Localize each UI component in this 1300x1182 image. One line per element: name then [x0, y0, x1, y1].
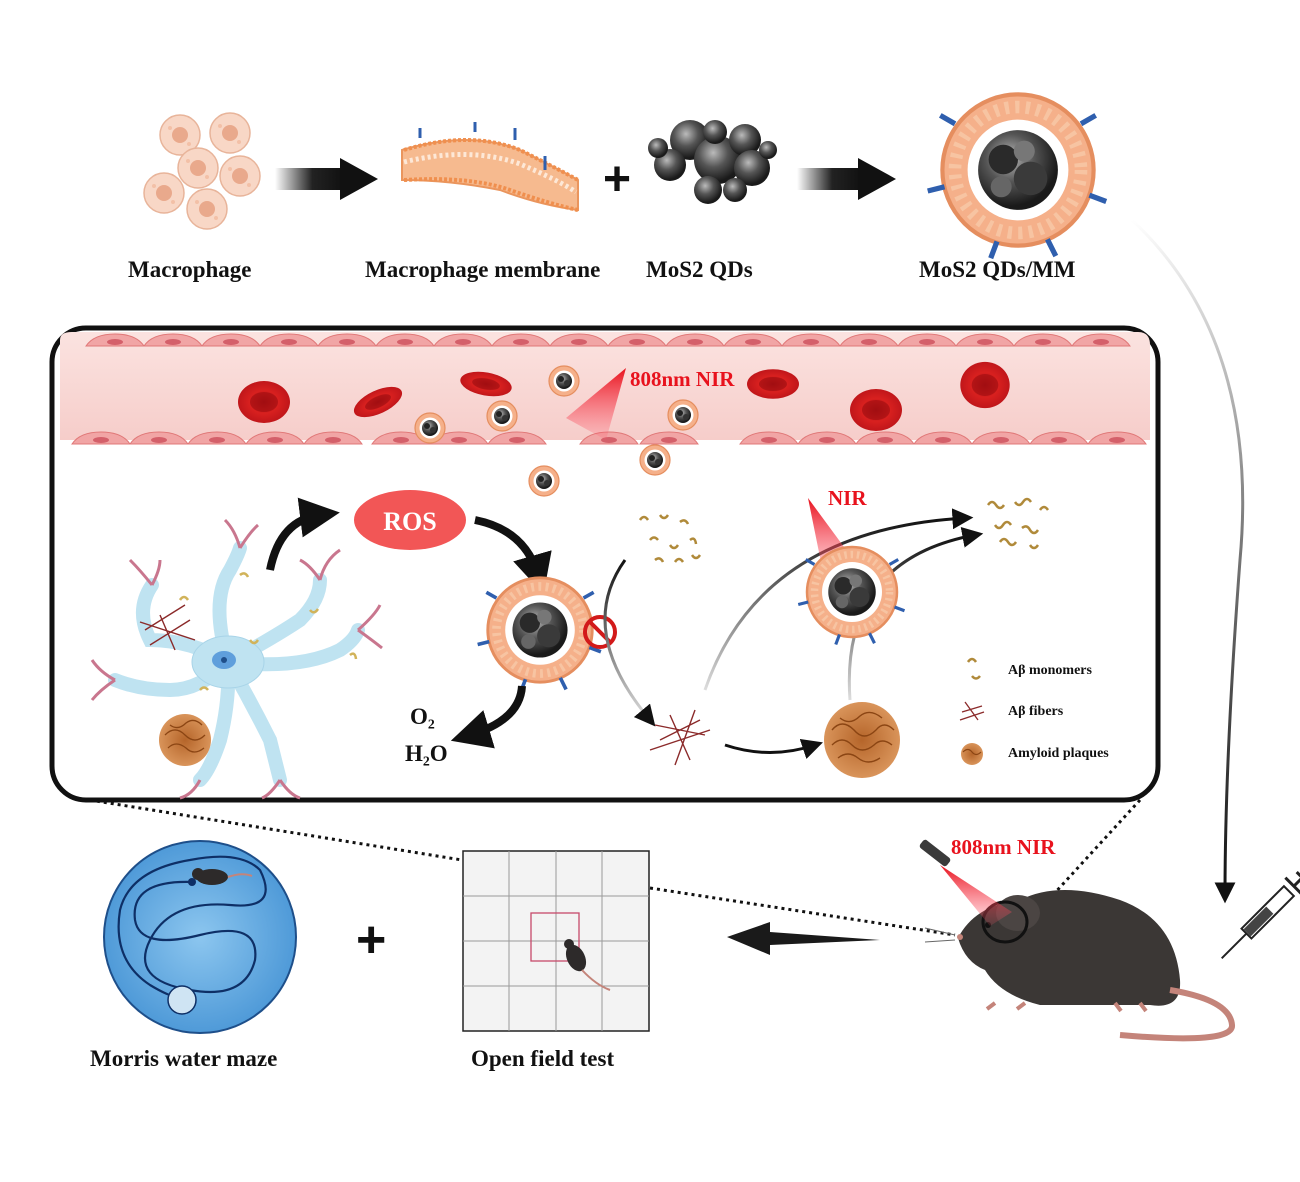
neuron-plaque — [159, 714, 211, 766]
arrow-qds-to-nanoparticle — [797, 158, 896, 200]
zoom-line-left — [89, 798, 463, 862]
arrow-macrophage-to-membrane — [275, 158, 378, 200]
arrow-monomer-to-fiber — [603, 559, 656, 727]
open-field-test-label: Open field test — [471, 1046, 615, 1071]
legend-fiber-icon — [959, 701, 985, 721]
monomers-cluster-right — [986, 497, 1050, 550]
mos2-qds-mm-label: MoS2 QDs/MM — [919, 257, 1076, 282]
arrow-fiber-to-monomers — [703, 508, 974, 691]
ros-bubble — [354, 490, 466, 550]
plus-top: + — [603, 153, 631, 206]
panel-nir-label: NIR — [828, 486, 867, 510]
injection-route-arrow — [1130, 218, 1245, 904]
arrow-ros-to-nanoparticle — [474, 516, 552, 595]
plus-bottom: + — [356, 911, 386, 969]
legend-plaque-icon — [961, 743, 983, 765]
arrow-neuron-to-ros — [266, 497, 340, 571]
mouse-nir-label: 808nm NIR — [951, 835, 1056, 859]
monomers-cluster-left — [638, 514, 702, 563]
mechanism-panel — [49, 325, 1161, 803]
legend — [959, 657, 985, 765]
morris-water-maze — [103, 840, 297, 1034]
neuron — [90, 518, 383, 800]
mos2-qds-mm-nanoparticle — [928, 94, 1106, 258]
syringe-icon — [1221, 870, 1300, 959]
legend-monomer-icon — [966, 657, 981, 680]
treated-mouse — [919, 839, 1235, 1042]
ros-label: ROS — [383, 507, 436, 536]
laser-pointer-icon — [919, 839, 951, 867]
macrophage-membrane-label: Macrophage membrane — [365, 257, 601, 282]
open-field-arena — [462, 850, 650, 1032]
nir-target-ring — [981, 900, 1029, 944]
mos2-qds-label: MoS2 QDs — [646, 257, 753, 282]
legend-plaques-label: Amyloid plaques — [1008, 746, 1109, 761]
neuron-monomers — [178, 572, 358, 691]
mos2-qds-cluster — [648, 120, 777, 204]
field-mouse — [564, 939, 611, 991]
blood-vessel — [60, 332, 1150, 497]
neuron-fibers — [139, 604, 196, 651]
maze-mouse — [192, 868, 253, 885]
swim-path — [117, 855, 267, 998]
arrow-mouse-to-tests — [727, 922, 880, 955]
macrophage-label: Macrophage — [128, 257, 252, 282]
arrow-to-o2-h2o — [450, 685, 526, 749]
macrophage-cluster — [143, 112, 261, 230]
vessel-nir-label: 808nm NIR — [630, 367, 735, 391]
arrow-fiber-to-plaque — [724, 739, 823, 759]
platform — [167, 985, 197, 1015]
membrane-sheet — [401, 122, 579, 212]
legend-monomers-label: Aβ monomers — [1008, 663, 1092, 678]
o2-label: O₂ — [410, 704, 435, 729]
h2o-label: H₂O — [405, 741, 448, 766]
fiber-cluster — [649, 709, 711, 766]
vessel-nir-beam — [566, 368, 626, 440]
zoom-line-field — [649, 886, 956, 937]
morris-water-maze-label: Morris water maze — [90, 1046, 278, 1071]
mouse-nir-beam — [940, 865, 1012, 926]
legend-fibers-label: Aβ fibers — [1008, 704, 1064, 719]
plaque-cluster — [824, 702, 900, 778]
